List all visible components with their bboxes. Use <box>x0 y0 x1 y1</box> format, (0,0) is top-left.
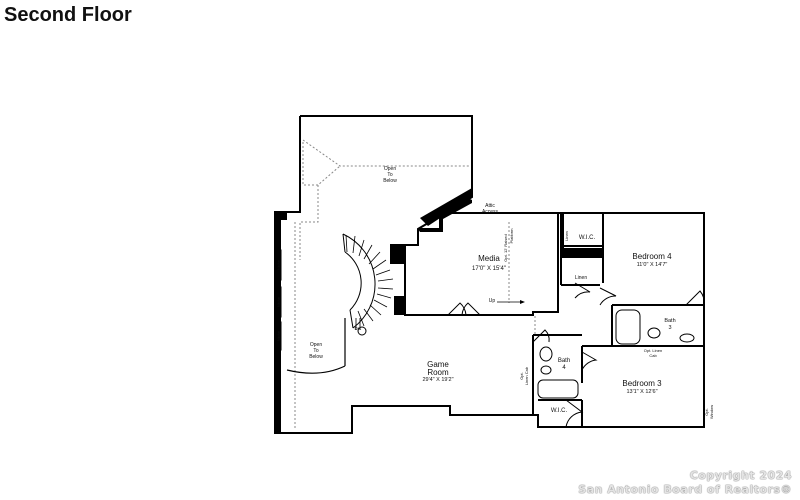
stair-marks <box>355 318 361 330</box>
up-arrow-head <box>520 300 525 304</box>
open-to-below-top-3: Below <box>383 178 397 184</box>
doors <box>447 282 705 428</box>
opt-linen-cab-1: Opt. Linen <box>644 348 662 353</box>
bath3-2: 3 <box>668 325 671 331</box>
open-to-below-top-2: To <box>387 172 393 178</box>
dn-label: Dn. <box>354 326 361 331</box>
wic-top: W.I.C. <box>579 235 596 241</box>
balcony-rail <box>286 365 346 374</box>
attic-access-1: Attic <box>485 203 495 209</box>
bedroom4-dims: 11'0" X 14'7" <box>637 262 668 268</box>
game-room-dims: 29'4" X 19'2" <box>422 377 453 383</box>
dashed-line <box>302 142 341 186</box>
open-to-below-left-3: Below <box>309 354 323 360</box>
bath3-1: Bath <box>664 318 675 324</box>
dashed-line <box>299 185 319 260</box>
wic-bottom: W.I.C. <box>551 408 568 414</box>
bedroom3-name: Bedroom 3 <box>622 379 662 388</box>
media-dims: 17'0" X 15'4" <box>472 266 506 272</box>
game-room-name-1: Game <box>427 360 449 369</box>
copyright-watermark: Copyright 2024 San Antonio Board of Real… <box>578 469 792 497</box>
niche-label-3: Niche <box>276 330 281 341</box>
watermark-line-1: Copyright 2024 <box>689 469 792 482</box>
linen-small: Linen <box>564 231 569 241</box>
ceiling-note-1: Opt. 12' Raised <box>503 234 508 261</box>
opt-linen-cab-left-1: Opt. <box>519 372 524 380</box>
dashed-line <box>302 139 470 167</box>
ceiling-note-2: Platform <box>509 228 514 244</box>
watermark-line-2: San Antonio Board of Realtors® <box>578 483 792 496</box>
opt-window-2: Window <box>709 405 714 419</box>
attic-access-2: Access <box>482 209 499 215</box>
open-to-below-left-1: Open <box>310 342 322 348</box>
niche-label-1: Niche <box>276 259 281 270</box>
page-title: Second Floor <box>4 4 132 26</box>
game-room-name-2: Room <box>427 368 449 377</box>
fixtures <box>357 309 695 399</box>
bedroom3-dims: 13'1" X 12'6" <box>626 389 657 395</box>
bedroom4-name: Bedroom 4 <box>632 252 672 261</box>
bath3-wall <box>611 305 704 347</box>
niches <box>274 249 282 351</box>
niche-label-2: Niche <box>276 296 281 307</box>
media-name: Media <box>478 254 500 263</box>
opt-linen-cab-left-2: Linen Cab <box>524 366 529 385</box>
linen: Linen <box>575 275 587 281</box>
opt-linen-cab-2: Cab <box>649 353 657 358</box>
opt-window-1: Opt. <box>704 408 709 416</box>
open-to-below-left-2: To <box>313 348 319 354</box>
curved-staircase <box>342 233 394 329</box>
bath4-2: 4 <box>562 365 566 371</box>
exterior-wall <box>274 115 705 434</box>
bath4-1: Bath <box>558 358 570 364</box>
open-to-below-top-1: Open <box>384 166 396 172</box>
up-label: Up <box>489 298 496 304</box>
